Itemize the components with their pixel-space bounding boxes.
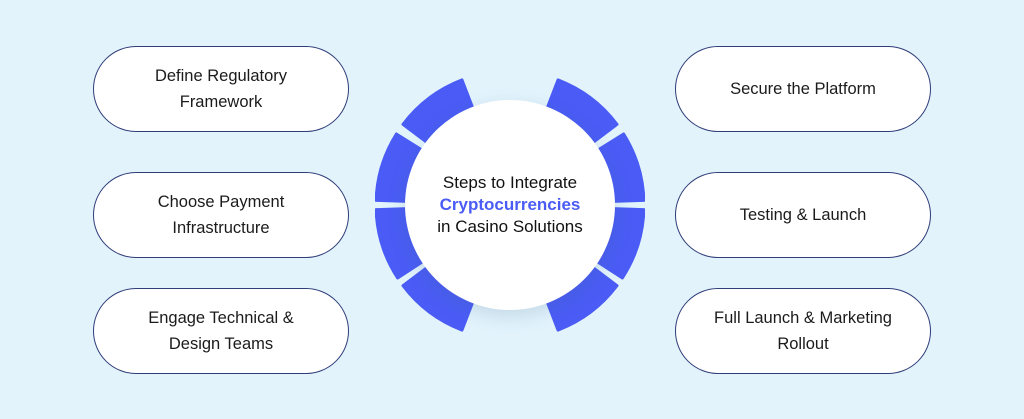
step-label: Full Launch & Marketing Rollout [714,309,892,353]
step-engage-teams: Engage Technical & Design Teams [93,288,349,374]
step-testing-launch: Testing & Launch [675,172,931,258]
step-choose-payment-infrastructure: Choose Payment Infrastructure [93,172,349,258]
title-highlight: Cryptocurrencies [439,195,581,214]
step-label: Engage Technical & Design Teams [148,309,294,353]
title-line-3: in Casino Solutions [437,217,583,236]
center-title: Steps to Integrate Cryptocurrencies in C… [405,100,615,310]
title-line-1: Steps to Integrate [442,173,578,192]
step-label: Testing & Launch [739,206,867,224]
step-label: Choose Payment Infrastructure [157,193,285,237]
step-full-launch-marketing: Full Launch & Marketing Rollout [675,288,931,374]
step-label: Define Regulatory Framework [154,67,288,111]
step-define-regulatory-framework: Define Regulatory Framework [93,46,349,132]
step-secure-platform: Secure the Platform [675,46,931,132]
step-label: Secure the Platform [730,80,876,98]
